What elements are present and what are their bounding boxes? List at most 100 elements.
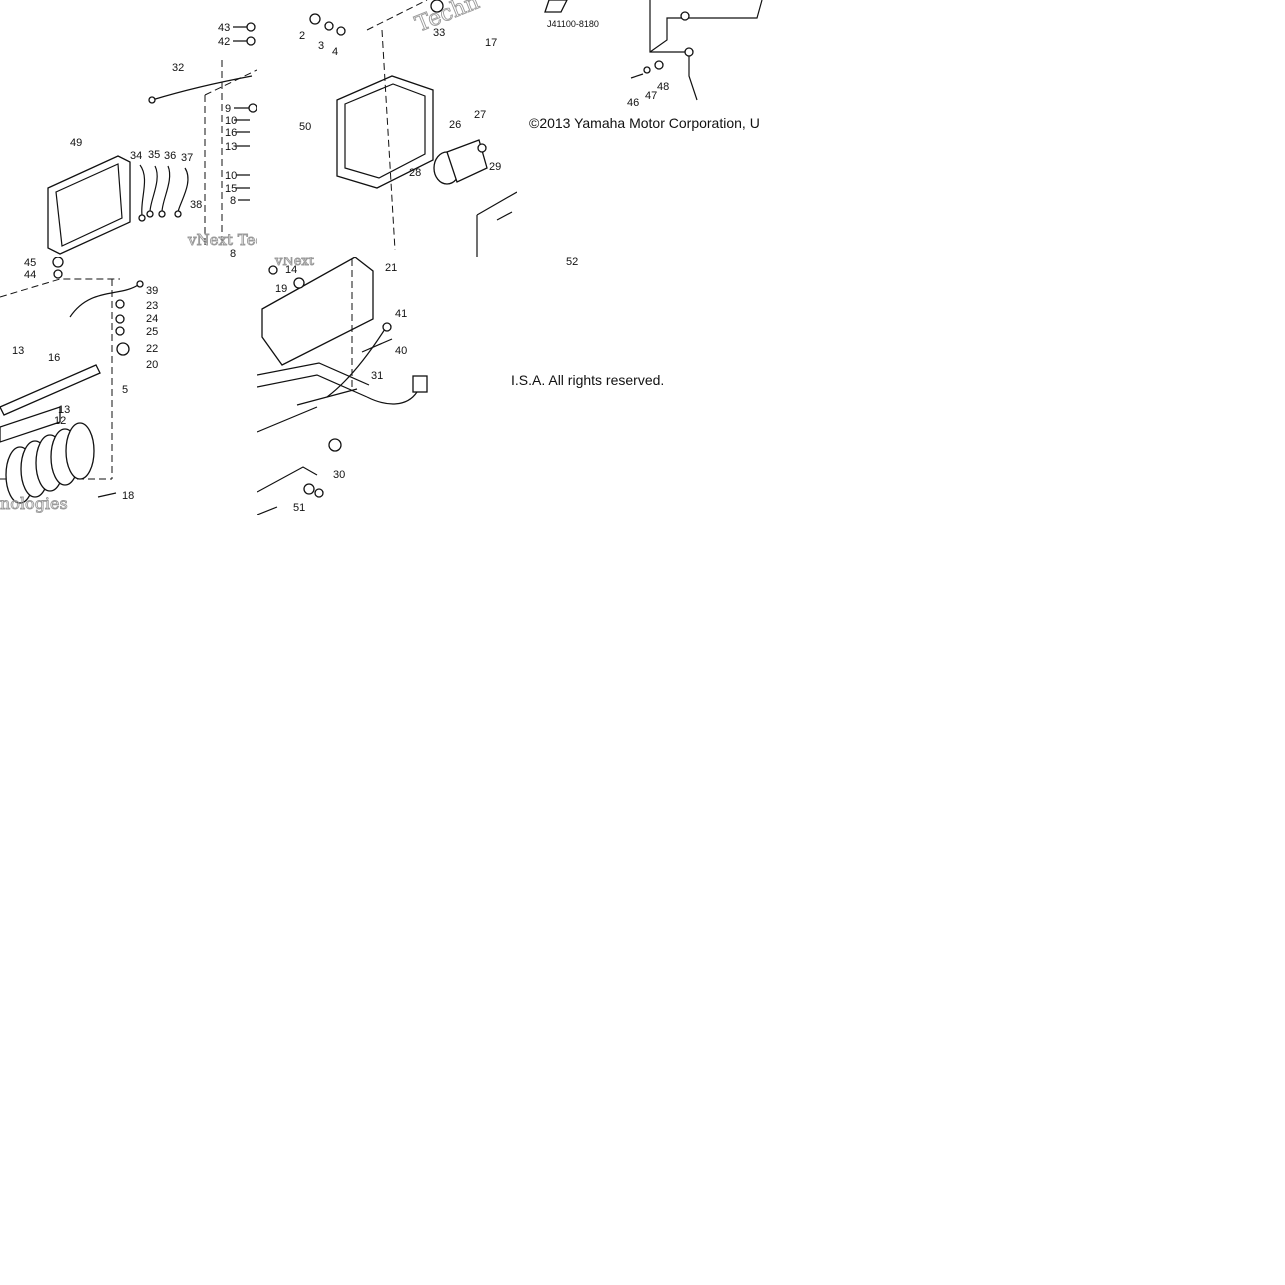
watermark-text-2: Techn [412,0,483,38]
label-5: 5 [122,384,128,396]
part-41-cable [326,328,386,398]
part-39-end [136,280,144,288]
top-middle-dashed-line [366,0,428,251]
part-31-cable [366,381,420,405]
label-13: 13 [12,345,24,357]
part-49-shape [47,155,131,255]
label-2: 2 [299,30,305,42]
catalog-code: J41100-8180 [547,19,599,29]
label-46: 46 [627,97,639,109]
part-45-shape [52,257,64,268]
part-37-cable [177,167,189,213]
label-14: 14 [285,264,297,276]
label-29: 29 [489,161,501,173]
tile-top-right-drawing: J41100-8180 46 47 48 [544,0,763,109]
label-51: 51 [293,502,305,514]
label-40: 40 [395,345,407,357]
label-34: 34 [130,150,142,162]
part-35-cable [149,165,158,213]
part-18-leader [97,492,117,498]
label-4: 4 [332,46,338,58]
label-52-right: 52 [566,256,578,268]
watermark-text-4: nologies [0,494,68,513]
part-34-cable [139,164,146,216]
part-36-cable [161,165,171,213]
label-3: 3 [318,40,324,52]
part-50-shape [336,75,434,189]
part-43-shape [246,22,256,32]
label-12: 12 [54,415,66,427]
part-49-inner [55,163,123,247]
label-8b: 8 [230,248,236,257]
part-27-shape [477,143,487,153]
part-36-end [158,210,166,218]
part-33-shape [430,0,444,13]
part-37-end [174,210,182,218]
part-22-shape [116,342,130,356]
label-26: 26 [449,119,461,131]
part-31-connector [412,375,428,393]
part-plate-shape [0,406,61,443]
top-middle-bracket [476,191,517,257]
top-left-leader-lines [233,26,250,201]
label-31: 31 [371,370,383,382]
part-35-end [146,210,154,218]
label-36: 36 [164,150,176,162]
label-33: 33 [433,27,445,39]
label-18: 18 [122,490,134,502]
part-46-bolt [630,73,644,79]
part-50-inner [344,83,426,179]
tile-bottom-middle-drawing: vNext 14 19 21 41 40 31 30 51 52 [257,257,428,515]
label-16: 16 [225,127,237,139]
part-21-shape [261,257,374,366]
part-47-shape [643,66,651,74]
label-24: 24 [146,313,158,325]
part-bar-shape [0,364,101,416]
copyright-line-2: I.S.A. All rights reserved. [511,372,665,388]
part-40-cable [361,338,393,353]
label-49: 49 [70,137,82,149]
tile-bottom-left-drawing: nologies 45 44 39 23 24 25 22 20 13 16 5… [0,257,158,513]
label-10b: 10 [225,170,237,182]
part-34-end [138,214,146,222]
label-47: 47 [645,90,657,102]
label-41: 41 [395,308,407,320]
copyright-line-1: ©2013 Yamaha Motor Corporation, U [529,115,760,131]
label-21: 21 [385,262,397,274]
part-44-shape [53,269,63,279]
part-30-shape [328,438,342,452]
watermark-text-3: vNext [274,257,315,269]
tile-top-left-drawing: vNext Tec 43 42 32 9 10 16 13 49 34 35 3… [47,22,257,257]
stray-label-area: 52 [566,256,578,268]
part-39-cable [69,284,139,318]
label-32: 32 [172,62,184,74]
part-32-cable [151,75,253,101]
label-9: 9 [225,103,231,115]
label-20: 20 [146,359,158,371]
part-14-shape [268,265,278,275]
part-52-shape [314,488,324,498]
label-22: 22 [146,343,158,355]
part-9-shape [248,103,257,113]
label-43: 43 [218,22,230,34]
label-10: 10 [225,115,237,127]
part-42-shape [246,36,256,46]
part-48-shape [654,60,664,70]
label-13: 13 [225,141,237,153]
label-16: 16 [48,352,60,364]
part-coil-shape [5,422,95,504]
part-clip-shape [544,0,568,13]
label-35: 35 [148,149,160,161]
diagram-tile-bottom-middle: vNext 14 19 21 41 40 31 30 51 52 [257,257,517,515]
part-41-end [382,322,392,332]
label-42: 42 [218,36,230,48]
diagram-tile-top-right: J41100-8180 46 47 48 [517,0,773,110]
label-39: 39 [146,285,158,297]
part-3-shape [324,21,334,31]
part-51-shape [303,483,315,495]
part-25-shape [115,326,125,336]
label-44: 44 [24,269,36,281]
label-8: 8 [230,195,236,207]
label-13b: 13 [58,404,70,416]
